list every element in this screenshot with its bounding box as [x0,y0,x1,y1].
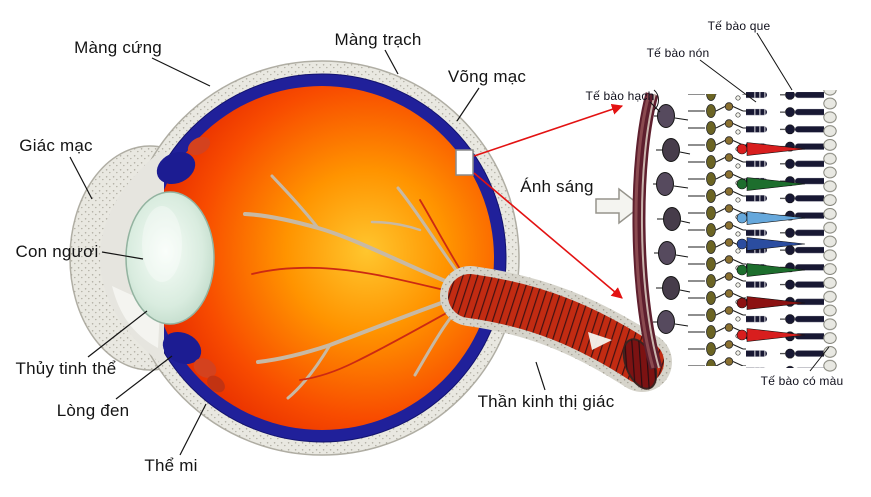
zoom-source-box [455,149,474,176]
leader-lines [69,32,830,456]
label-cornea: Giác mạc [19,136,93,155]
label-cone-cells: Tế bào nón [646,46,710,60]
label-optic-nerve: Thần kinh thị giác [477,392,615,411]
ganglion-cells [653,104,691,334]
iris-shape [156,151,202,365]
label-pupil: Con ngươi [15,242,99,261]
label-ciliary-body: Thể mi [144,456,198,475]
lens-shape [125,191,215,325]
zoom-lines [473,103,624,299]
ciliary-body-shape [187,136,225,393]
pigment-epithelium [822,90,842,372]
pigment-band [632,92,663,370]
label-sclera: Màng cứng [74,38,162,57]
label-pigment-cells: Tế bào có màu [760,374,844,388]
label-iris: Lòng đen [56,401,130,420]
label-ganglion-cells: Tế bào hạch [585,89,655,103]
label-light: Ánh sáng [520,177,594,196]
label-rod-cells: Tế bào que [707,19,771,33]
optic-nerve-shape [440,266,672,392]
anterior-segment [100,136,225,393]
label-lens: Thủy tinh thể [15,359,117,378]
rod-cells-layer [746,92,824,368]
light-arrow-icon [595,187,643,225]
cone-cells-layer [736,142,806,342]
label-retina: Võng mạc [447,67,527,86]
eyeball [69,60,672,456]
retina-zoom-panel [632,90,842,372]
fundus-interior [150,86,494,430]
bipolar-cells [688,94,746,366]
label-choroid: Màng trạch [334,30,422,49]
